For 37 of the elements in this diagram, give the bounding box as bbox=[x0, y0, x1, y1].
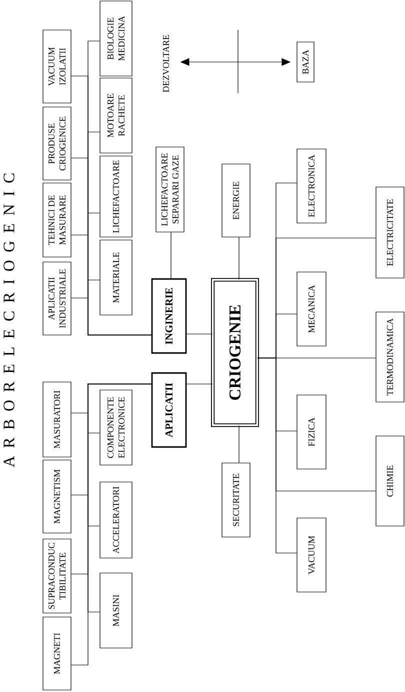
topic-box: TERMODINAMICA bbox=[376, 312, 404, 402]
branch-box: INGINERIE bbox=[151, 278, 187, 354]
direction-label: DEZVOLTARE bbox=[162, 34, 170, 92]
topic-box: ELECTRONICA bbox=[296, 148, 326, 224]
topic-box: MAGNETI bbox=[42, 616, 72, 690]
topic-box: FIZICA bbox=[296, 394, 326, 470]
topic-box: CHIMIE bbox=[376, 436, 404, 526]
connector-line bbox=[257, 358, 297, 554]
topic-box: MATERIALE bbox=[100, 240, 132, 316]
topic-box: MASURATORI bbox=[42, 382, 72, 458]
root-box: CRIOGENIE bbox=[211, 278, 259, 427]
topic-box: ACCELERATORI bbox=[100, 482, 132, 558]
connector-line bbox=[170, 232, 172, 279]
topic-box: LICHEFACTOARE SEPARARI GAZE bbox=[156, 146, 184, 232]
topic-box: VACUUM bbox=[296, 518, 326, 592]
title: A R B O R E L E C R I O G E N I C bbox=[4, 174, 14, 468]
connector-line bbox=[71, 384, 152, 666]
topic-box: TEHNICI DE MASURARE bbox=[42, 182, 72, 258]
topic-box: BIOLOGIE MEDICINA bbox=[100, 0, 132, 76]
connector-line bbox=[88, 280, 152, 336]
topic-box: APLICATII INDUSTRIALE bbox=[42, 262, 72, 336]
topic-box: MASINI bbox=[100, 572, 132, 648]
topic-box: PRODUSE CRIOGENICE bbox=[42, 106, 72, 180]
topic-box: MOTOARE RACHETE bbox=[100, 78, 132, 154]
topic-box: MAGNETISM bbox=[42, 460, 72, 534]
connector-line bbox=[238, 237, 240, 280]
topic-box: LICHEFACTOARE bbox=[100, 156, 132, 238]
topic-box: MECANICA bbox=[296, 272, 326, 346]
topic-box: VACUUM IZOLATII bbox=[42, 30, 72, 104]
topic-box: COMPONENTE ELECTRONICE bbox=[100, 390, 132, 466]
branch-box: APLICATII bbox=[151, 372, 187, 448]
topic-box: SUPRACONDUC TIBILITATE bbox=[42, 538, 72, 614]
topic-box: ELECTRICITATE bbox=[376, 186, 404, 278]
topic-box: SECURITATE bbox=[222, 462, 250, 538]
label-box: BAZA bbox=[296, 42, 314, 82]
connector-line bbox=[238, 425, 240, 463]
topic-box: ENERGIE bbox=[222, 164, 250, 238]
